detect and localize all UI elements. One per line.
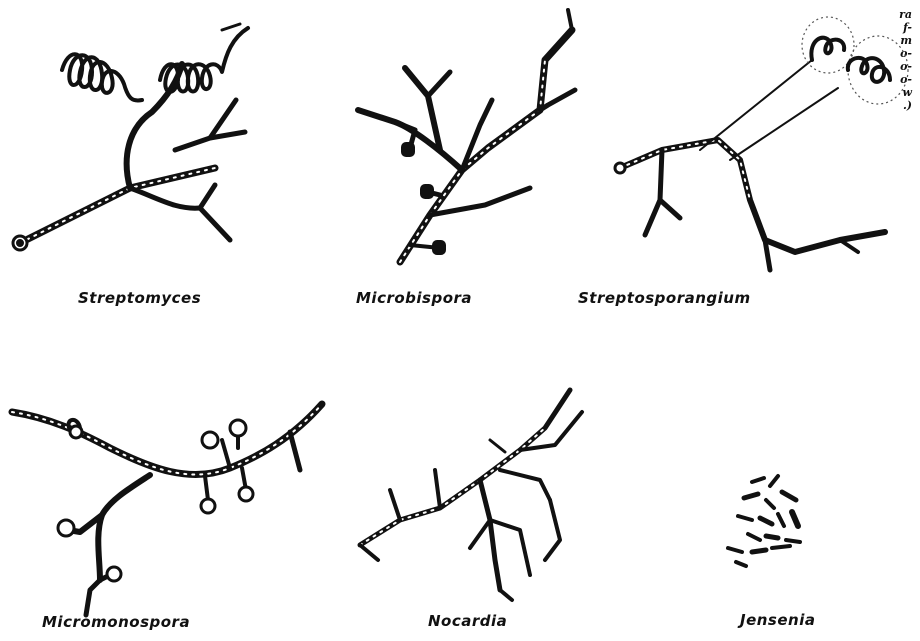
- micromonospora-drawing: [12, 404, 322, 615]
- nocardia-drawing: [360, 390, 582, 600]
- microbispora-drawing: [358, 10, 575, 262]
- label-microbispora: Microbispora: [356, 289, 472, 307]
- label-jensenia: Jensenia: [740, 611, 815, 629]
- label-streptomyces: Streptomyces: [78, 289, 201, 307]
- streptosporangium-drawing: [615, 17, 908, 270]
- jensenia-drawing: [728, 476, 800, 566]
- label-micromonospora: Micromonospora: [42, 613, 190, 631]
- streptomyces-drawing: [13, 24, 248, 250]
- label-streptosporangium: Streptosporangium: [578, 289, 751, 307]
- label-nocardia: Nocardia: [428, 612, 507, 630]
